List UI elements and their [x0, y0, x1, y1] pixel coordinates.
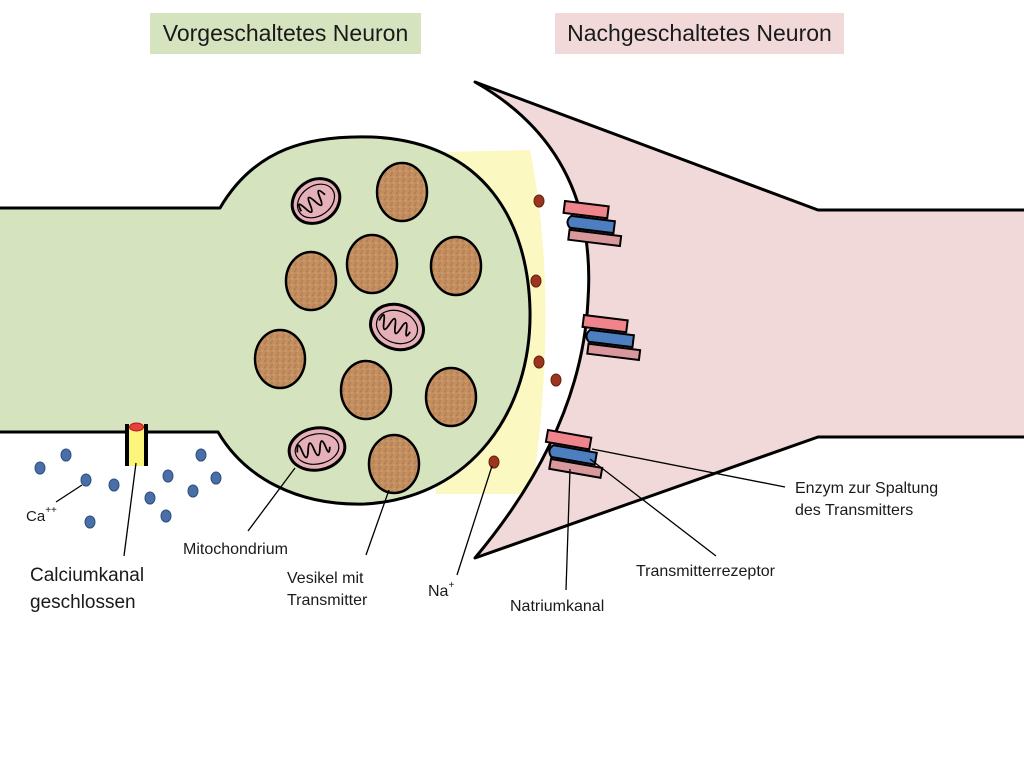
- vesicle: [339, 359, 393, 421]
- calcium-ion: [210, 471, 222, 485]
- vesicle: [367, 433, 421, 495]
- label-calcium-channel: Calciumkanal geschlossen: [30, 565, 145, 613]
- leader-line-calcium-ion: [55, 484, 83, 503]
- vesicle: [424, 366, 478, 428]
- leader-lines: [55, 448, 786, 591]
- label-receptor: Transmitterrezeptor: [636, 563, 775, 580]
- leader-line-mitochondrion: [247, 467, 296, 532]
- postsynaptic-neuron: [473, 80, 1024, 560]
- calcium-ion: [84, 515, 96, 529]
- presynaptic-neuron: [0, 135, 532, 506]
- transmitter-receptor: [581, 313, 642, 362]
- title-postsynaptic-neuron: Nachgeschaltetes Neuron: [555, 13, 844, 54]
- label-calcium-ion: Ca++: [26, 505, 57, 526]
- vesicle: [253, 328, 307, 390]
- leader-line-calcium-channel: [123, 462, 137, 557]
- label-sodium-ion: Na+: [428, 580, 455, 601]
- vesicle: [284, 250, 338, 312]
- label-enzyme: Enzym zur Spaltung des Transmitters: [795, 480, 939, 519]
- mitochondrion: [369, 302, 425, 352]
- calcium-ions: [34, 448, 222, 529]
- label-mitochondrion: Mitochondrium: [183, 541, 288, 558]
- title-presynaptic-neuron: Vorgeschaltetes Neuron: [150, 13, 421, 54]
- vesicle: [429, 235, 483, 297]
- transmitter-molecule: [550, 373, 562, 387]
- leader-line-sodium-ion: [456, 465, 493, 576]
- transmitter-molecule: [488, 455, 500, 469]
- calcium-ion: [34, 461, 46, 475]
- calcium-ion: [160, 509, 172, 523]
- transmitter-receptor: [562, 199, 623, 248]
- leader-line-receptor: [589, 458, 717, 557]
- vesicle: [345, 233, 399, 295]
- transmitter-receptor: [544, 428, 604, 480]
- calcium-channel: [125, 422, 148, 466]
- leader-line-sodium-channel: [565, 468, 571, 591]
- calcium-ion: [108, 478, 120, 492]
- transmitter-molecule: [530, 274, 542, 288]
- transmitter-molecule: [533, 355, 545, 369]
- transmitter-molecule: [533, 194, 545, 208]
- mitochondrion: [287, 426, 347, 472]
- leader-line-vesicle: [365, 489, 390, 556]
- vesicle: [375, 161, 429, 223]
- calcium-ion: [195, 448, 207, 462]
- transmitter-molecules: [488, 194, 562, 469]
- label-sodium-channel: Natriumkanal: [510, 598, 605, 615]
- leader-line-enzyme: [591, 448, 786, 488]
- calcium-ion: [162, 469, 174, 483]
- label-vesicle: Vesikel mit Transmitter: [287, 570, 368, 609]
- calcium-ion: [80, 473, 92, 487]
- mitochondrion: [290, 177, 342, 225]
- calcium-ion: [187, 484, 199, 498]
- calcium-ion: [144, 491, 156, 505]
- calcium-ion: [60, 448, 72, 462]
